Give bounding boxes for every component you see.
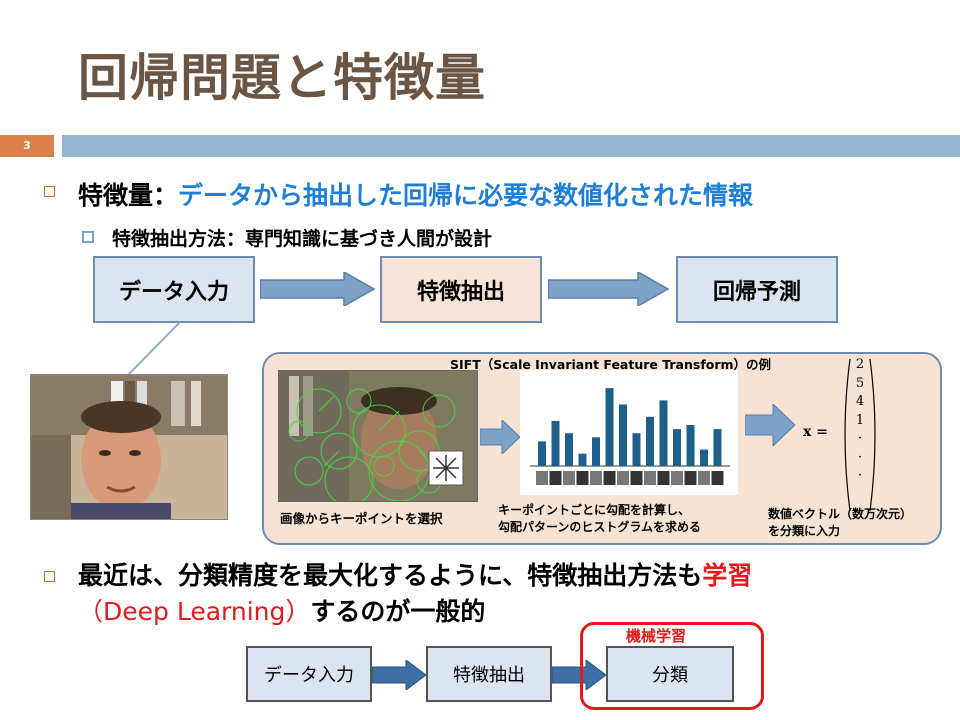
- slide-title: 回帰問題と特徴量: [78, 49, 486, 107]
- sub-bullet-marker: [82, 231, 94, 243]
- gradient-patch: [603, 471, 616, 485]
- caption-keypoint: 画像からキーポイントを選択: [280, 511, 443, 526]
- ml-highlight-box: [580, 622, 764, 710]
- histogram-chart: [530, 388, 730, 485]
- vector-value: ·: [857, 468, 863, 483]
- histogram-bar: [538, 441, 546, 466]
- caption-histogram-line2: 勾配パターンのヒストグラムを求める: [498, 520, 702, 534]
- histogram-bar: [578, 453, 587, 466]
- caption-vector: 数値ベクトル（数万次元） を分類に入力: [768, 506, 912, 540]
- histogram-bar: [646, 416, 654, 466]
- gradient-patch: [684, 471, 697, 485]
- gradient-histogram: [520, 370, 738, 495]
- gradient-patch: [644, 471, 656, 485]
- slide-number: 3: [23, 139, 31, 152]
- histogram-bar: [659, 400, 668, 466]
- flow-bottom-feature-extraction: 特徴抽出: [426, 646, 552, 702]
- gradient-patch: [590, 471, 602, 485]
- caption-vector-line1: 数値ベクトル（数万次元）: [768, 507, 913, 521]
- flow-arrow-2: [548, 272, 670, 306]
- vector-label: x =: [803, 424, 828, 440]
- sift-title: SIFT（Scale Invariant Feature Transform）の…: [450, 357, 772, 372]
- gradient-patch: [630, 471, 643, 485]
- flow-box-feature-extraction: 特徴抽出: [380, 256, 542, 323]
- keypoint-image: [278, 370, 478, 502]
- gradient-patch: [671, 471, 683, 485]
- sift-arrow-1: [479, 418, 522, 458]
- flow-arrow-1: [260, 272, 376, 306]
- caption-histogram-line1: キーポイントごとに勾配を計算し、: [498, 503, 691, 517]
- bullet-2-suffix: するのが一般的: [310, 597, 486, 626]
- flow-bottom-arrow-2: [551, 659, 608, 694]
- sub-bullet-1: 特徴抽出方法：専門知識に基づき人間が設計: [112, 228, 493, 250]
- connector-line: [127, 321, 181, 376]
- caption-histogram: キーポイントごとに勾配を計算し、 勾配パターンのヒストグラムを求める: [498, 502, 701, 536]
- vector-value: 1: [855, 412, 865, 428]
- bullet-1-prefix: 特徴量：: [78, 181, 179, 210]
- vector-value: ·: [857, 449, 863, 465]
- vector-value: 4: [855, 394, 865, 409]
- title-divider-bar: [62, 135, 960, 157]
- bullet-2: 最近は、分類精度を最大化するように、特徴抽出方法も学習 （Deep Learni…: [78, 558, 752, 630]
- flow-box-data-input: データ入力: [93, 256, 255, 323]
- gradient-patch: [698, 471, 710, 485]
- ml-label: 機械学習: [626, 627, 687, 645]
- flow-bottom-data-input: データ入力: [246, 646, 372, 702]
- histogram-bar: [632, 433, 641, 466]
- vector-value: 5: [855, 375, 865, 391]
- histogram-bar: [700, 449, 708, 466]
- vector-brackets: [844, 358, 876, 512]
- histogram-bar: [713, 429, 722, 466]
- bullet-1-highlight: データから抽出した回帰に必要な数値化された情報: [178, 181, 754, 210]
- vector-value: ·: [857, 431, 863, 446]
- flow-bottom-arrow-1: [371, 659, 428, 694]
- bullet-1: 特徴量：データから抽出した回帰に必要な数値化された情報: [78, 176, 753, 212]
- gradient-patch: [576, 471, 589, 485]
- vector-values: 2 5 4 1 · · ·: [850, 356, 870, 486]
- histogram-bar: [686, 425, 695, 466]
- bullet-2-text: 最近は、分類精度を最大化するように、特徴抽出方法も: [78, 561, 703, 590]
- bullet-2-deep-learning: （Deep Learning）: [78, 597, 311, 626]
- histogram-bar: [673, 429, 681, 466]
- histogram-bar: [565, 433, 573, 466]
- flow-bottom-classification: 分類: [606, 646, 734, 702]
- gradient-patch: [536, 471, 548, 485]
- histogram-bar: [592, 437, 600, 466]
- gradient-patch: [617, 471, 629, 485]
- bullet-marker: [44, 571, 55, 582]
- face-photo: [30, 374, 228, 520]
- histogram-bar: [551, 420, 560, 466]
- gradient-patch: [711, 471, 724, 485]
- sift-arrow-2: [744, 402, 797, 450]
- bullet-2-highlight: 学習: [702, 561, 753, 590]
- histogram-bar: [619, 404, 627, 466]
- flow-box-regression: 回帰予測: [676, 256, 838, 323]
- caption-vector-line2: を分類に入力: [768, 524, 841, 538]
- bullet-marker: [44, 186, 55, 197]
- gradient-patch: [549, 471, 562, 485]
- gradient-patch: [563, 471, 575, 485]
- histogram-bar: [605, 388, 614, 466]
- slide-number-bar: [0, 135, 54, 157]
- vector-value: 2: [855, 357, 865, 372]
- gradient-patch: [657, 471, 670, 485]
